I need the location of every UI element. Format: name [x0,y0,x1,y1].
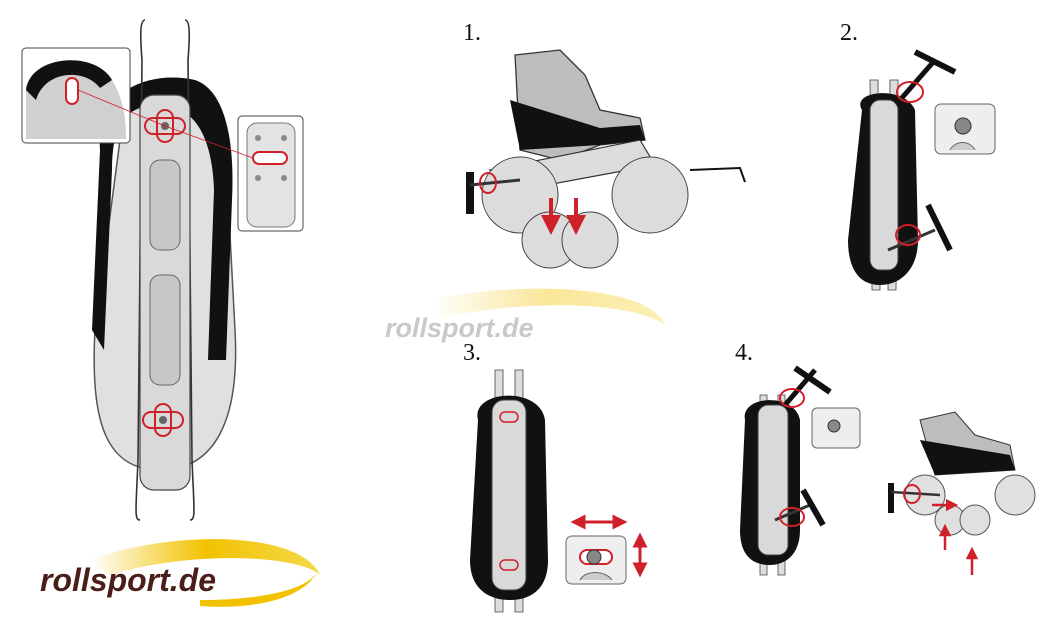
wheel [994,474,1036,516]
wheel [561,211,619,269]
hex-key-icon [466,172,521,214]
step-number-2: 2. [840,20,858,46]
hex-key-icon [689,166,746,183]
brand-logo: rollsport.de [40,562,217,598]
step1-illustration [466,49,746,269]
mount-detail [811,407,861,449]
step-number-4: 4. [735,340,753,366]
inset-frame-slot [164,115,304,232]
front-mount [144,109,186,143]
watermark-swoosh [430,288,665,325]
main-frame-view [21,19,304,521]
frame-rail-left [135,19,146,521]
frame-rail-right [184,19,195,521]
step2-illustration [848,49,996,291]
logo-swoosh [90,539,320,607]
rear-mount [142,403,184,437]
rotate-arrow-icon [895,224,921,246]
hex-key-icon [896,49,957,103]
hex-key-icon [779,365,832,408]
boot-side-black [92,77,233,360]
step-number-1: 1. [463,20,481,46]
hex-key-icon [887,203,953,252]
inset-boot-slot [21,47,166,144]
rotate-arrow-icon [903,484,921,504]
mount-detail [934,103,996,155]
rotate-arrow-icon [779,507,805,527]
step4-illustration [740,365,1036,576]
mount-detail [565,535,627,585]
rotate-arrow-icon [779,388,805,408]
hex-key-icon [774,488,826,527]
brand-watermark: rollsport.de [385,313,534,343]
step3-illustration [470,369,648,613]
skate-small [888,411,1036,575]
wheel [959,504,991,536]
wheel [611,156,689,234]
rotate-arrow-icon [896,81,924,103]
step-number-3: 3. [463,340,481,366]
